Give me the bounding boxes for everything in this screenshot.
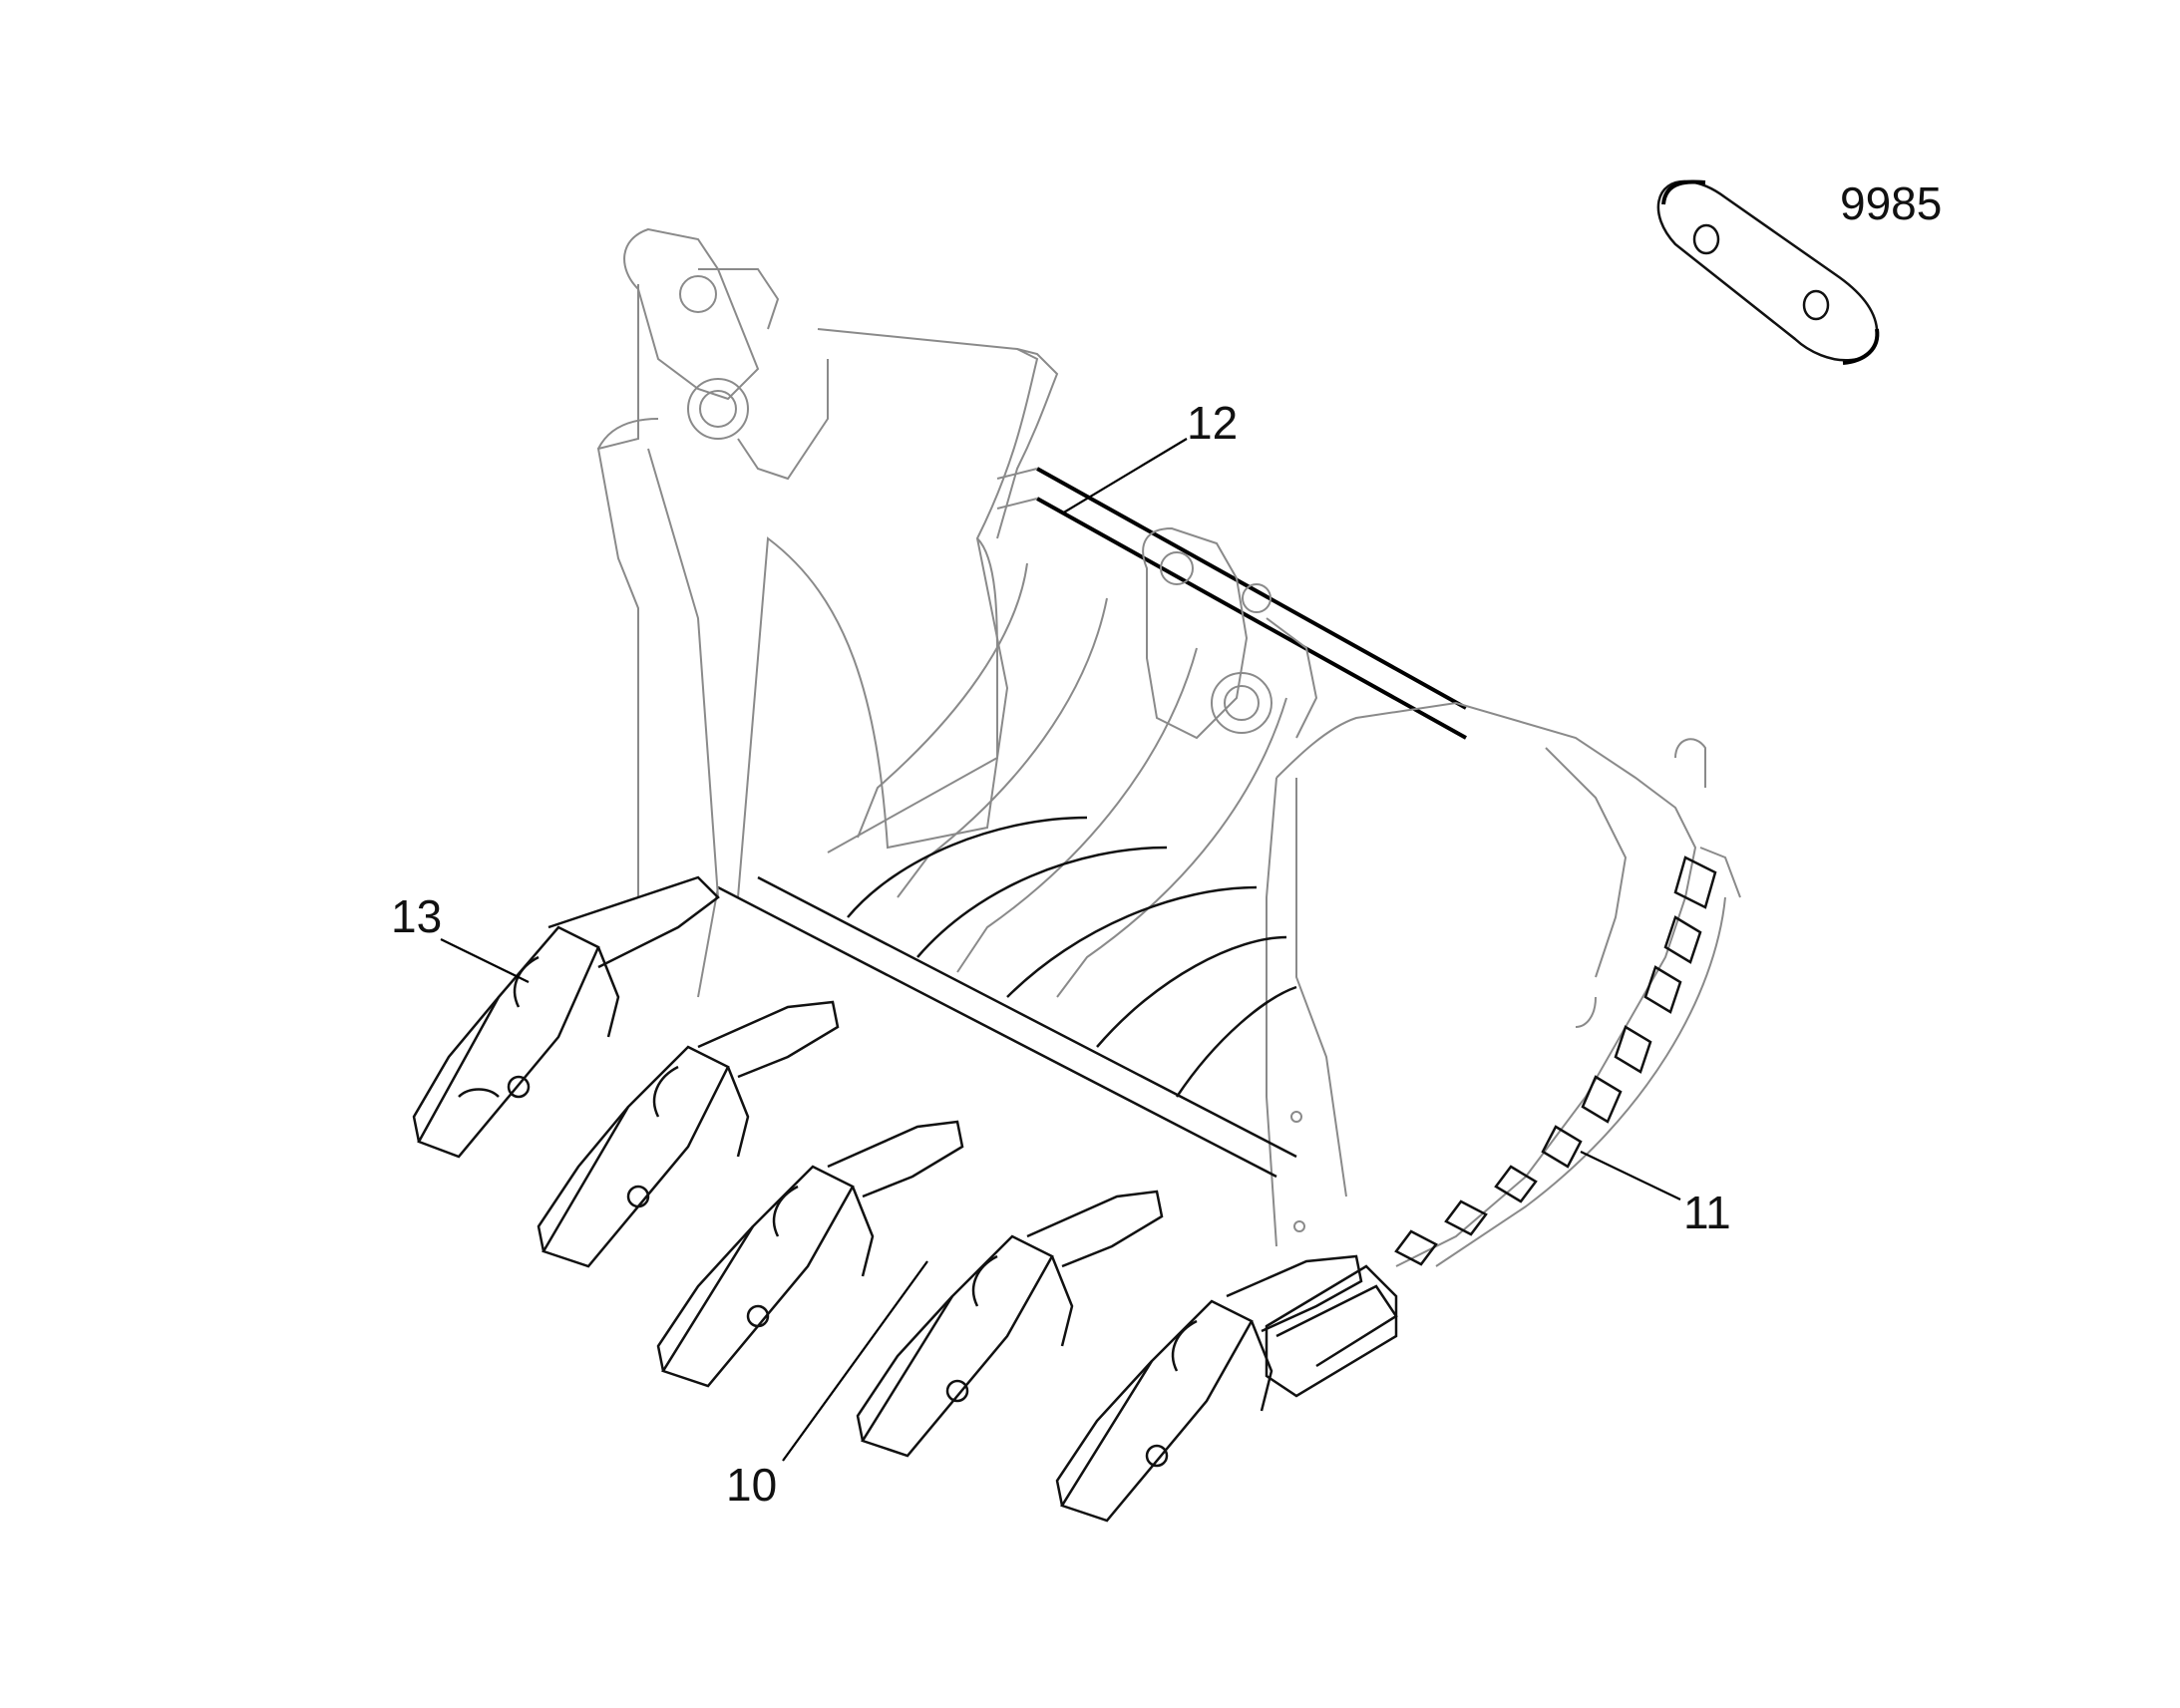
callout-10: 10	[726, 1459, 777, 1511]
callout-9985: 9985	[1840, 177, 1942, 229]
side-cutter	[1265, 1264, 1398, 1398]
leader-lines	[440, 438, 1681, 1462]
wear-strip-segments	[1394, 847, 1741, 1267]
tooth-assembly-3	[656, 1120, 964, 1388]
tooth-assembly-2	[537, 1000, 840, 1268]
bucket-body	[596, 227, 1706, 1267]
callout-12: 12	[1187, 397, 1238, 449]
callout-11: 11	[1683, 1187, 1731, 1238]
tooth-assembly-5	[1055, 1254, 1398, 1523]
tooth-assembly-1	[412, 875, 720, 1159]
tooth-assembly-4	[856, 1190, 1164, 1458]
shim-plate-part	[1656, 179, 1880, 365]
callout-13: 13	[391, 890, 442, 942]
